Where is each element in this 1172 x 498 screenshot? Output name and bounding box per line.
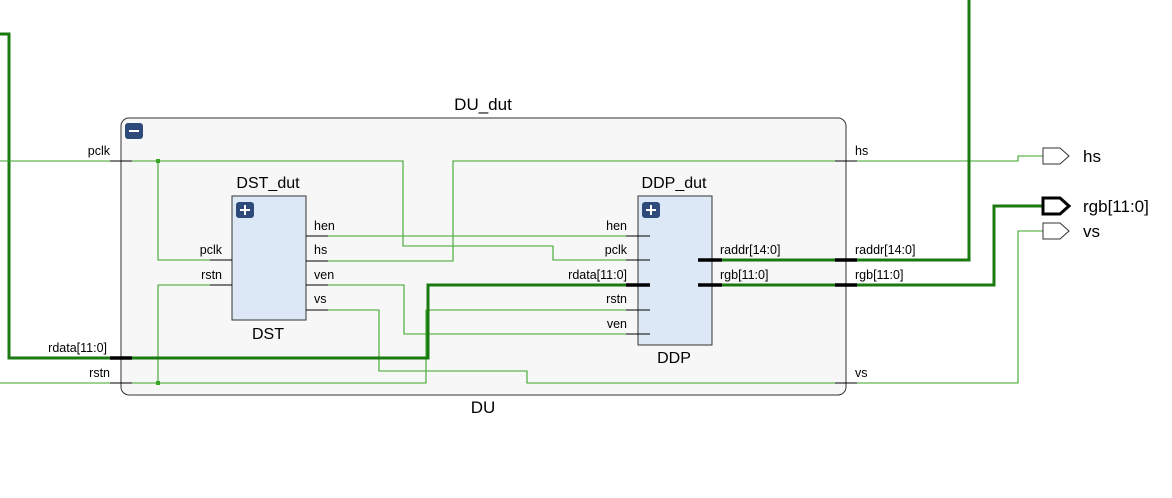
dst-pin-hs[interactable]: hs [314,243,327,257]
du-module-name: DU [471,398,496,417]
ddp-block-body[interactable] [637,195,713,346]
output-port-arrow-icon [1041,196,1072,216]
net-raddr[interactable] [712,0,971,262]
du-port-pclk[interactable]: pclk [88,144,111,158]
plus-icon [240,205,250,215]
expand-button[interactable] [236,202,254,218]
net-junction [156,381,160,385]
net-hs-out[interactable] [857,155,1043,162]
net-vs[interactable] [306,309,835,384]
dst-pin-rstn[interactable]: rstn [201,268,222,282]
output-port-arrow-icon [1042,147,1070,165]
dst-pin-vs[interactable]: vs [314,292,327,306]
du-port-rstn[interactable]: rstn [89,366,110,380]
du-port-rdata[interactable]: rdata[11:0] [48,341,107,355]
net-junction [156,159,160,163]
ddp-pin-hen[interactable]: hen [606,219,627,233]
dst-instance-name: DST_dut [236,175,300,192]
output-port-label: rgb[11:0] [1083,197,1149,216]
net-pclk-to-dst[interactable] [157,161,232,261]
ddp-pin-pclk[interactable]: pclk [605,243,628,257]
net-rstn-to-dst[interactable] [157,284,232,383]
ddp-block[interactable]: DDP_dut DDP hen pclk rdata[11:0] rstn ve… [568,175,780,367]
ddp-pin-raddr[interactable]: raddr[14:0] [720,243,780,257]
output-port-rgb[interactable]: rgb[11:0] [1041,196,1149,216]
dst-module-name: DST [252,326,284,343]
ddp-module-name: DDP [657,350,691,367]
output-port-hs[interactable]: hs [1042,147,1101,166]
ddp-pin-rstn[interactable]: rstn [606,292,627,306]
collapse-button[interactable] [125,123,143,139]
du-port-rgb[interactable]: rgb[11:0] [855,268,903,282]
du-port-raddr[interactable]: raddr[14:0] [855,243,915,257]
net-ven[interactable] [306,284,650,335]
net-pclk[interactable] [132,160,650,261]
ddp-pin-ven[interactable]: ven [607,317,627,331]
dst-pin-ven[interactable]: ven [314,268,334,282]
net-hs[interactable] [306,160,835,262]
ddp-pin-rdata[interactable]: rdata[11:0] [568,268,627,282]
dst-pin-pclk[interactable]: pclk [200,243,223,257]
net-rstn[interactable] [132,309,650,384]
net-rdata-outer[interactable] [0,32,110,360]
output-port-label: hs [1083,147,1101,166]
ddp-pin-rgb[interactable]: rgb[11:0] [720,268,768,282]
du-port-vs[interactable]: vs [855,366,868,380]
dst-pin-hen[interactable]: hen [314,219,335,233]
net-rdata[interactable] [132,283,650,360]
expand-button[interactable] [642,202,660,218]
dst-block[interactable]: DST_dut DST pclk rstn hen hs ven vs [200,175,335,343]
du-port-hs[interactable]: hs [855,144,868,158]
ddp-instance-name: DDP_dut [642,175,707,192]
net-vs-out[interactable] [857,230,1043,384]
du-instance-name: DU_dut [454,95,512,114]
plus-icon [646,205,656,215]
output-port-arrow-icon [1042,222,1070,240]
output-port-vs[interactable]: vs [1042,222,1100,241]
output-port-label: vs [1083,222,1100,241]
